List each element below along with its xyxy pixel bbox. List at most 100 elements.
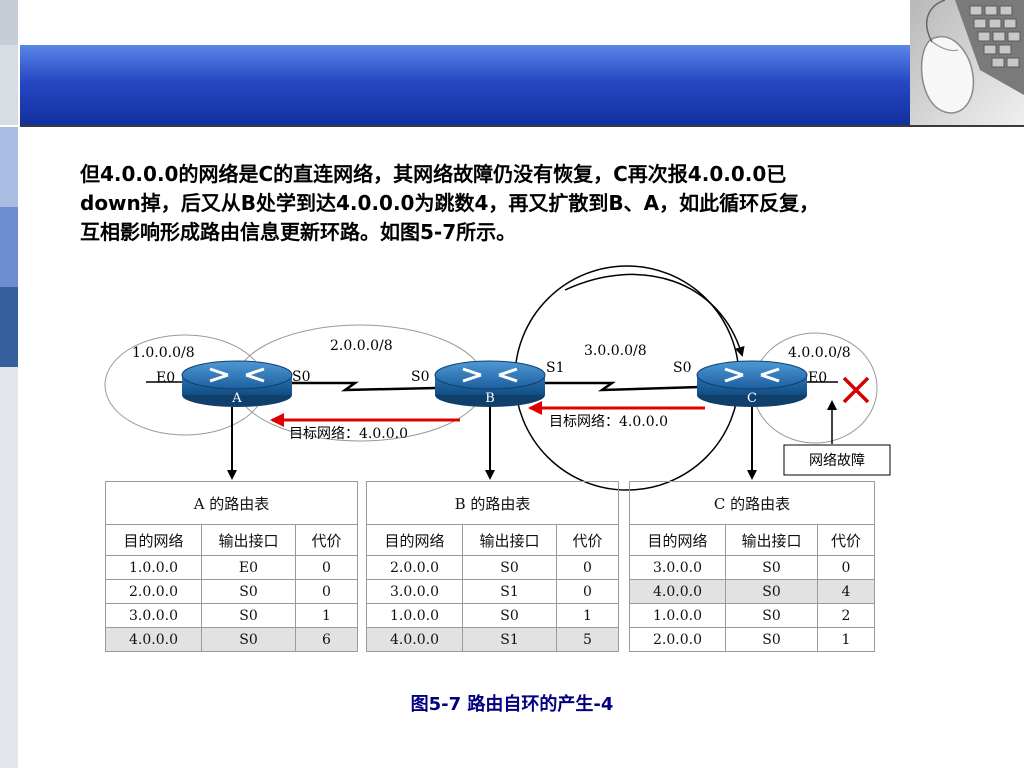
table-cell: 1	[294, 603, 359, 628]
left-bar-segment-6	[0, 367, 18, 768]
table-row-highlighted: 4.0.0.0 S0 6	[105, 627, 359, 652]
table-cell: 4.0.0.0	[629, 579, 726, 604]
serial-link-b-c	[545, 381, 701, 392]
table-cell: 5	[555, 627, 620, 652]
loop-arrow	[564, 273, 745, 357]
table-cell: S0	[201, 579, 296, 604]
target-network-label-b-to-a: 目标网络：4.0.0.0	[289, 426, 408, 442]
table-cell: 1.0.0.0	[105, 555, 202, 580]
column-header: 代价	[294, 524, 359, 556]
table-cell: S0	[462, 603, 557, 628]
column-header: 目的网络	[105, 524, 202, 556]
header-band	[20, 45, 910, 125]
table-cell: 3.0.0.0	[105, 603, 202, 628]
table-cell: 2.0.0.0	[366, 555, 463, 580]
header-divider	[20, 125, 1024, 127]
table-cell: 0	[817, 555, 875, 580]
table-cell: 2.0.0.0	[629, 627, 726, 652]
router-c-e0-label: E0	[808, 370, 827, 386]
table-cell: 4.0.0.0	[366, 627, 463, 652]
paragraph-line-3: 互相影响形成路由信息更新环路。如图5-7所示。	[80, 220, 517, 244]
table-cell: 6	[294, 627, 359, 652]
network-2-label: 2.0.0.0/8	[330, 338, 393, 354]
table-cell: 0	[294, 555, 359, 580]
table-cell: 1.0.0.0	[366, 603, 463, 628]
column-header: 输出接口	[462, 524, 557, 556]
table-cell: S0	[725, 579, 818, 604]
router-b-s1-label: S1	[546, 360, 565, 376]
table-cell: 2	[817, 603, 875, 628]
table-cell: E0	[201, 555, 296, 580]
left-bar-segment-5	[0, 287, 18, 367]
figure-caption: 图5-7 路由自环的产生-4	[410, 694, 614, 715]
table-row: 3.0.0.0 S0 0	[629, 555, 875, 580]
router-a-icon	[181, 360, 293, 407]
table-cell: 3.0.0.0	[366, 579, 463, 604]
left-bar-segment-2	[0, 45, 18, 125]
table-cell: 1.0.0.0	[629, 603, 726, 628]
routing-table-c: C 的路由表 目的网络 输出接口 代价 3.0.0.0 S0 0 4.0.0.0…	[629, 481, 875, 652]
table-row-highlighted: 4.0.0.0 S1 5	[366, 627, 620, 652]
column-header: 输出接口	[201, 524, 296, 556]
table-cell: 1	[817, 627, 875, 652]
table-row: 3.0.0.0 S1 0	[366, 579, 620, 604]
network-1-label: 1.0.0.0/8	[132, 345, 195, 361]
router-c-s0-label: S0	[673, 360, 692, 376]
keyboard-icon	[955, 0, 1024, 95]
table-cell: S0	[201, 627, 296, 652]
router-b-icon	[434, 360, 546, 407]
table-cell: 0	[555, 555, 620, 580]
mouse-icon	[920, 0, 975, 114]
table-row: 3.0.0.0 S0 1	[105, 603, 359, 628]
serial-link-a-b	[290, 381, 437, 392]
router-a-name: A	[231, 391, 242, 406]
table-cell: 4	[817, 579, 875, 604]
table-cell: S0	[201, 603, 296, 628]
routing-table-b: B 的路由表 目的网络 输出接口 代价 2.0.0.0 S0 0 3.0.0.0…	[365, 481, 620, 652]
table-row: 1.0.0.0 E0 0	[105, 555, 359, 580]
fault-x-icon	[842, 376, 870, 404]
table-row: 1.0.0.0 S0 1	[366, 603, 620, 628]
network-3-label: 3.0.0.0/8	[584, 343, 647, 359]
table-cell: 4.0.0.0	[105, 627, 202, 652]
table-row: 2.0.0.0 S0 1	[629, 627, 875, 652]
table-row: 1.0.0.0 S0 2	[629, 603, 875, 628]
table-cell: S0	[725, 627, 818, 652]
paragraph-line-2: down掉，后又从B处学到达4.0.0.0为跳数4，再又扩散到B、A，如此循环反…	[80, 191, 820, 215]
target-network-label-c-to-b: 目标网络：4.0.0.0	[549, 414, 668, 430]
table-cell: S1	[462, 579, 557, 604]
table-title: A 的路由表	[104, 481, 359, 525]
table-cell: 3.0.0.0	[629, 555, 726, 580]
left-bar-segment-1	[0, 0, 18, 45]
table-cell: S1	[462, 627, 557, 652]
table-cell: 2.0.0.0	[105, 579, 202, 604]
network-4-label: 4.0.0.0/8	[788, 345, 851, 361]
table-cell: 1	[555, 603, 620, 628]
table-title: C 的路由表	[629, 481, 875, 525]
column-header: 目的网络	[629, 524, 726, 556]
column-header: 输出接口	[725, 524, 818, 556]
column-header: 目的网络	[366, 524, 463, 556]
paragraph-line-1: 但4.0.0.0的网络是C的直连网络，其网络故障仍没有恢复，C再次报4.0.0.…	[80, 162, 787, 186]
router-c-name: C	[747, 391, 757, 406]
fault-box	[783, 444, 891, 476]
column-header: 代价	[555, 524, 620, 556]
left-bar-segment-3	[0, 127, 18, 207]
router-c-icon	[696, 360, 808, 407]
keyboard-mouse-image	[910, 0, 1024, 125]
table-cell: S0	[725, 603, 818, 628]
router-b-name: B	[485, 391, 495, 406]
table-cell: 0	[294, 579, 359, 604]
router-a-e0-label: E0	[156, 370, 175, 386]
table-row: 2.0.0.0 S0 0	[366, 555, 620, 580]
table-cell: S0	[725, 555, 818, 580]
router-b-s0-label: S0	[411, 369, 430, 385]
router-a-s0-label: S0	[292, 369, 311, 385]
left-bar-segment-4	[0, 207, 18, 287]
table-title: B 的路由表	[365, 481, 620, 525]
table-cell: 0	[555, 579, 620, 604]
routing-table-a: A 的路由表 目的网络 输出接口 代价 1.0.0.0 E0 0 2.0.0.0…	[104, 481, 359, 652]
table-row: 2.0.0.0 S0 0	[105, 579, 359, 604]
table-row-highlighted: 4.0.0.0 S0 4	[629, 579, 875, 604]
